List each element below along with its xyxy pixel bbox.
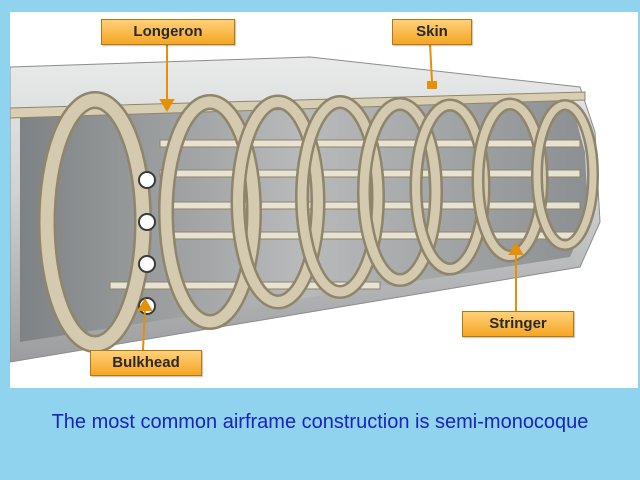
skin-label: Skin: [392, 19, 472, 45]
fuselage-illustration: [10, 42, 601, 363]
bulkhead-label: Bulkhead: [90, 350, 202, 376]
stringer-label: Stringer: [462, 311, 574, 337]
fuselage-diagram: [10, 12, 638, 388]
longeron-label: Longeron: [101, 19, 235, 45]
slide-caption: The most common airframe construction is…: [51, 411, 589, 433]
leader-lines: [137, 42, 524, 351]
